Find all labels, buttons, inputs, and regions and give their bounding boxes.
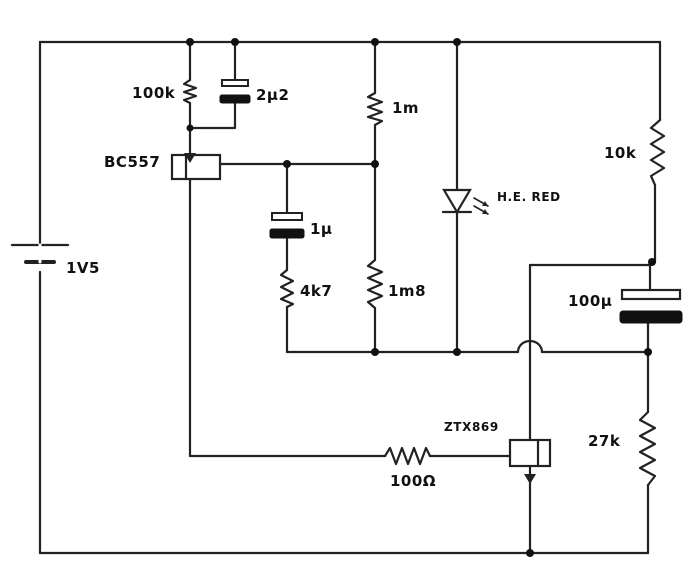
resistor-100-ohm xyxy=(383,446,432,466)
battery-symbol xyxy=(10,243,70,264)
junction-dot xyxy=(453,38,461,46)
label-100k: 100k xyxy=(132,84,176,102)
junction-dot xyxy=(371,348,379,356)
label-1m8: 1m8 xyxy=(388,282,426,300)
junction-dot xyxy=(453,348,461,356)
junction-dot xyxy=(526,549,534,557)
junction-dot xyxy=(186,38,194,46)
resistor-1m xyxy=(366,91,384,127)
resistor-27k xyxy=(638,410,657,487)
resistor-100k xyxy=(182,78,198,105)
label-100-ohm: 100Ω xyxy=(390,472,436,490)
label-ztx869: ZTX869 xyxy=(444,420,499,434)
wires xyxy=(38,40,662,555)
wire-bc557-down xyxy=(188,176,387,458)
label-battery: 1V5 xyxy=(66,259,100,277)
resistor-4k7 xyxy=(279,268,295,309)
label-10k: 10k xyxy=(604,144,637,162)
capacitor-1u xyxy=(269,212,305,239)
junction-dot xyxy=(644,348,652,356)
wire-mid-horizontal xyxy=(285,339,650,354)
label-led: H.E. RED xyxy=(497,190,561,204)
junctions xyxy=(186,38,656,557)
label-27k: 27k xyxy=(588,432,621,450)
wire-2u2-bottom xyxy=(188,101,237,130)
junction-dot xyxy=(283,160,291,168)
label-bc557: BC557 xyxy=(104,153,160,171)
junction-dot xyxy=(371,38,379,46)
junction-dot xyxy=(231,38,239,46)
label-4k7: 4k7 xyxy=(300,282,332,300)
label-2u2: 2μ2 xyxy=(256,86,289,104)
wire-100u-top xyxy=(528,263,652,292)
resistor-10k xyxy=(649,118,666,187)
label-1m: 1m xyxy=(392,99,419,117)
capacitor-100u xyxy=(619,288,683,324)
capacitor-2u2 xyxy=(219,79,251,104)
transistor-ztx869 xyxy=(508,438,552,484)
transistor-bc557 xyxy=(170,153,222,181)
junction-dot xyxy=(186,124,194,132)
led-symbol xyxy=(441,188,489,215)
label-1u: 1μ xyxy=(310,220,332,238)
resistor-1m8 xyxy=(366,258,384,310)
junction-dot xyxy=(371,160,379,168)
junction-dot xyxy=(648,258,656,266)
label-100u: 100μ xyxy=(568,292,612,310)
